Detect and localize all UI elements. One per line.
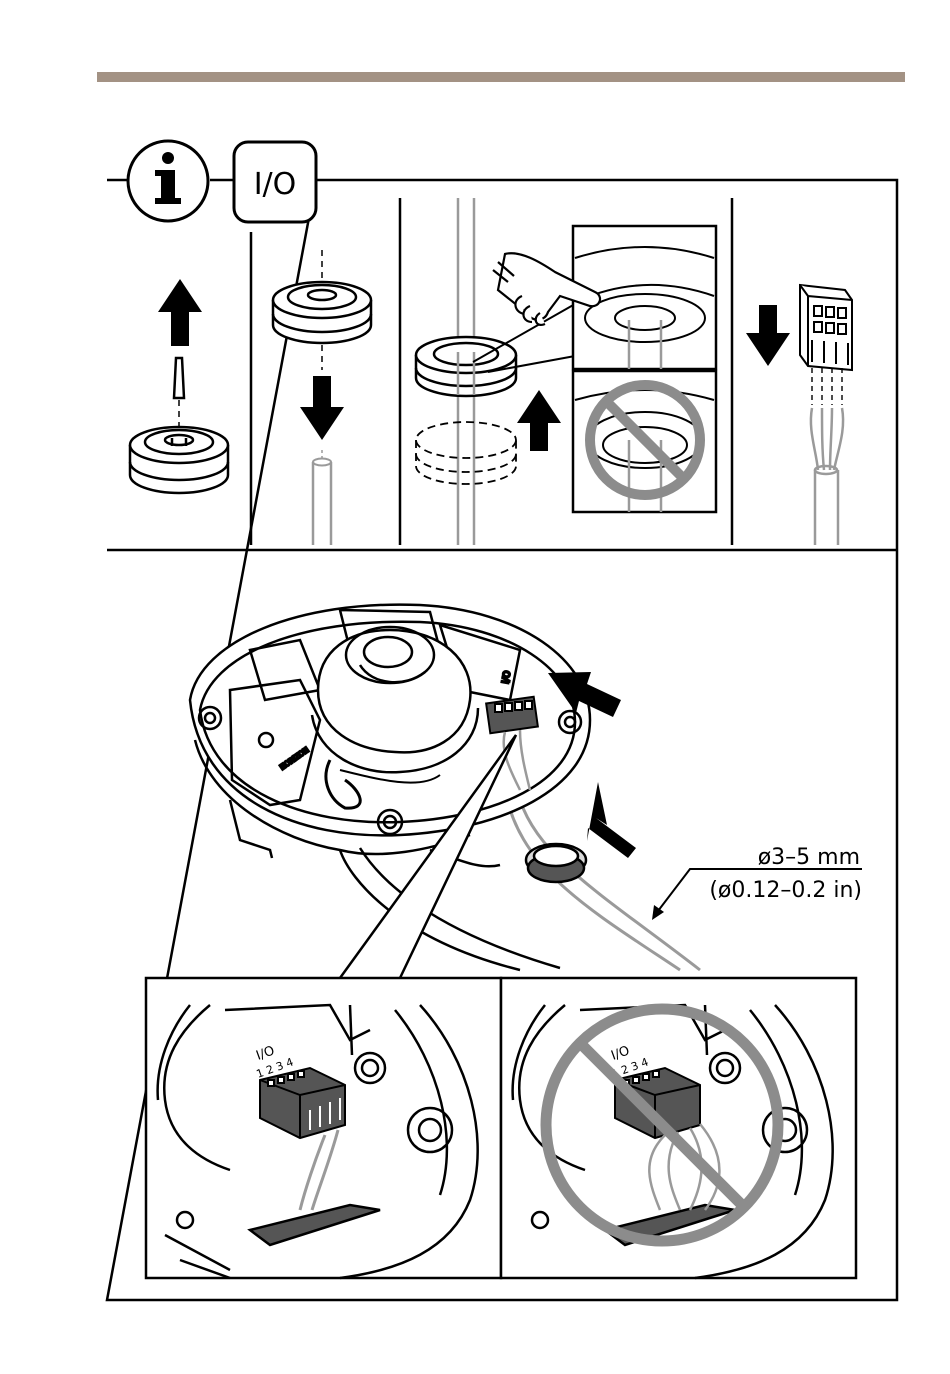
panel-remove-plug bbox=[130, 279, 228, 493]
io-connector-icon bbox=[800, 285, 852, 370]
up-arrow-icon bbox=[158, 279, 202, 346]
panel-connector-down bbox=[746, 285, 852, 545]
detail-wrong bbox=[573, 371, 716, 512]
down-arrow-icon bbox=[300, 376, 344, 440]
cable-dimension: ø3–5 mm (ø0.12–0.2 in) bbox=[652, 845, 862, 920]
detail-wrong-connection: I/O 1 2 3 4 bbox=[501, 978, 856, 1278]
info-icon bbox=[162, 152, 174, 164]
up-arrow-icon bbox=[517, 390, 561, 451]
io-badge-label: I/O bbox=[254, 167, 297, 202]
panel-gasket-up bbox=[416, 198, 716, 545]
diagonal-arrow-icon bbox=[587, 782, 636, 858]
io-badge: I/O bbox=[234, 142, 316, 222]
info-badge bbox=[128, 141, 208, 221]
down-arrow-icon bbox=[746, 305, 790, 366]
camera-base: HORIZON I/O bbox=[190, 605, 700, 970]
detail-correct-connection: I/O 1 2 3 4 bbox=[146, 978, 501, 1278]
panel-gasket-down bbox=[273, 250, 371, 545]
dimension-metric: ø3–5 mm bbox=[758, 845, 860, 870]
dimension-imperial: (ø0.12–0.2 in) bbox=[709, 878, 862, 903]
